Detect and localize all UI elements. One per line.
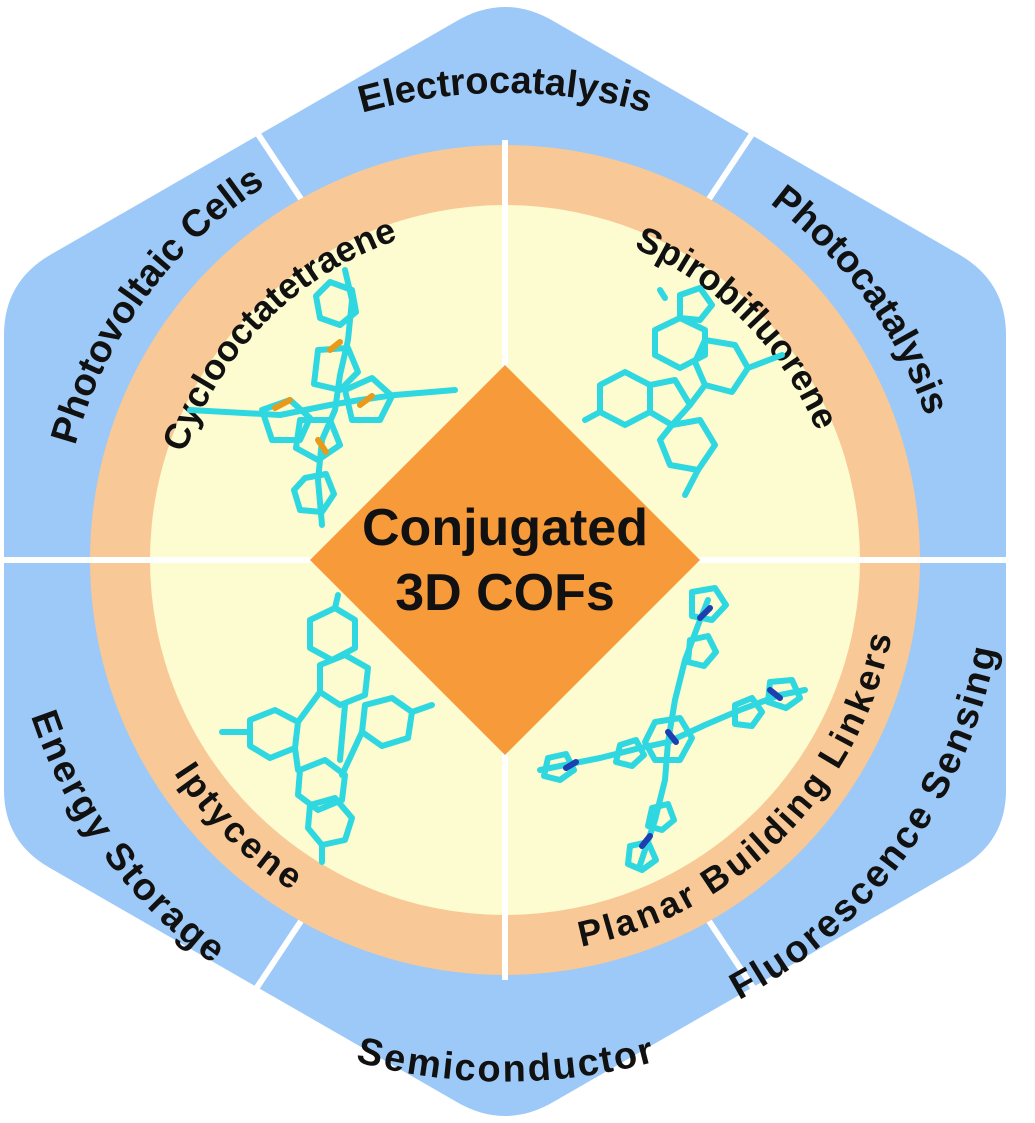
molecule-planar-linker — [537, 585, 808, 873]
center-title-line2: 3D COFs — [395, 564, 615, 622]
center-title-line1: Conjugated — [362, 499, 648, 557]
center-diamond — [310, 365, 700, 755]
molecule-iptycene — [219, 592, 435, 865]
molecule-spirobifluorene — [582, 285, 785, 498]
molecule-cyclooctatetraene — [187, 267, 458, 528]
